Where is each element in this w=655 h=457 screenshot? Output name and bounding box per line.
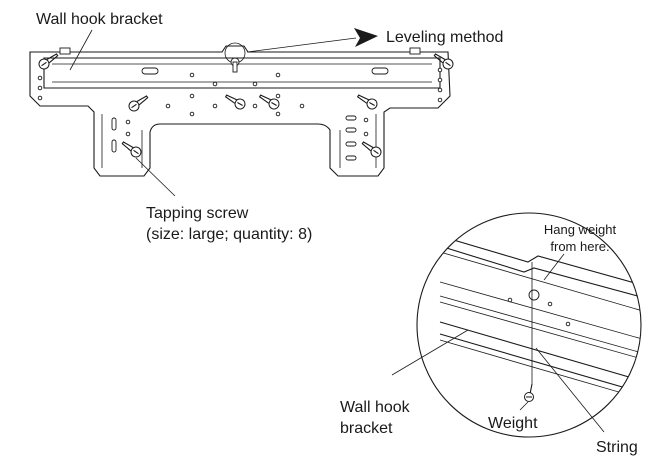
weight-icon: [524, 383, 534, 402]
wall-hook-detail-label-line2: bracket: [340, 420, 393, 437]
leveling-method-leader: [246, 37, 357, 53]
leveling-detail-view: [439, 235, 641, 405]
tapping-screw-leader: [135, 157, 176, 197]
string-label: String: [596, 439, 638, 456]
string-leader: [535, 347, 605, 433]
tapping-screw-label: Tapping screw: [146, 205, 249, 222]
wall-hook-bracket-drawing: [29, 45, 451, 177]
weight-label: Weight: [488, 415, 538, 432]
wall-hook-detail-leader: [391, 329, 469, 376]
leveling-method-label: Leveling method: [386, 29, 503, 46]
wall-hook-detail-label: Wall hook: [340, 399, 411, 416]
arrow-right-icon: [354, 28, 378, 47]
wall-hook-bracket-leader: [69, 29, 93, 71]
hang-weight-label: Hang weight: [544, 222, 617, 237]
hang-weight-label-line2: from here.: [550, 239, 609, 254]
tapping-screw-spec-label: (size: large; quantity: 8): [146, 226, 312, 243]
weight-leader: [519, 401, 529, 411]
tapping-screw-icon: [38, 53, 454, 158]
hang-weight-leader: [543, 253, 565, 281]
leveling-detail-circle: [416, 212, 642, 438]
wall-hook-bracket-label: Wall hook bracket: [36, 11, 163, 28]
